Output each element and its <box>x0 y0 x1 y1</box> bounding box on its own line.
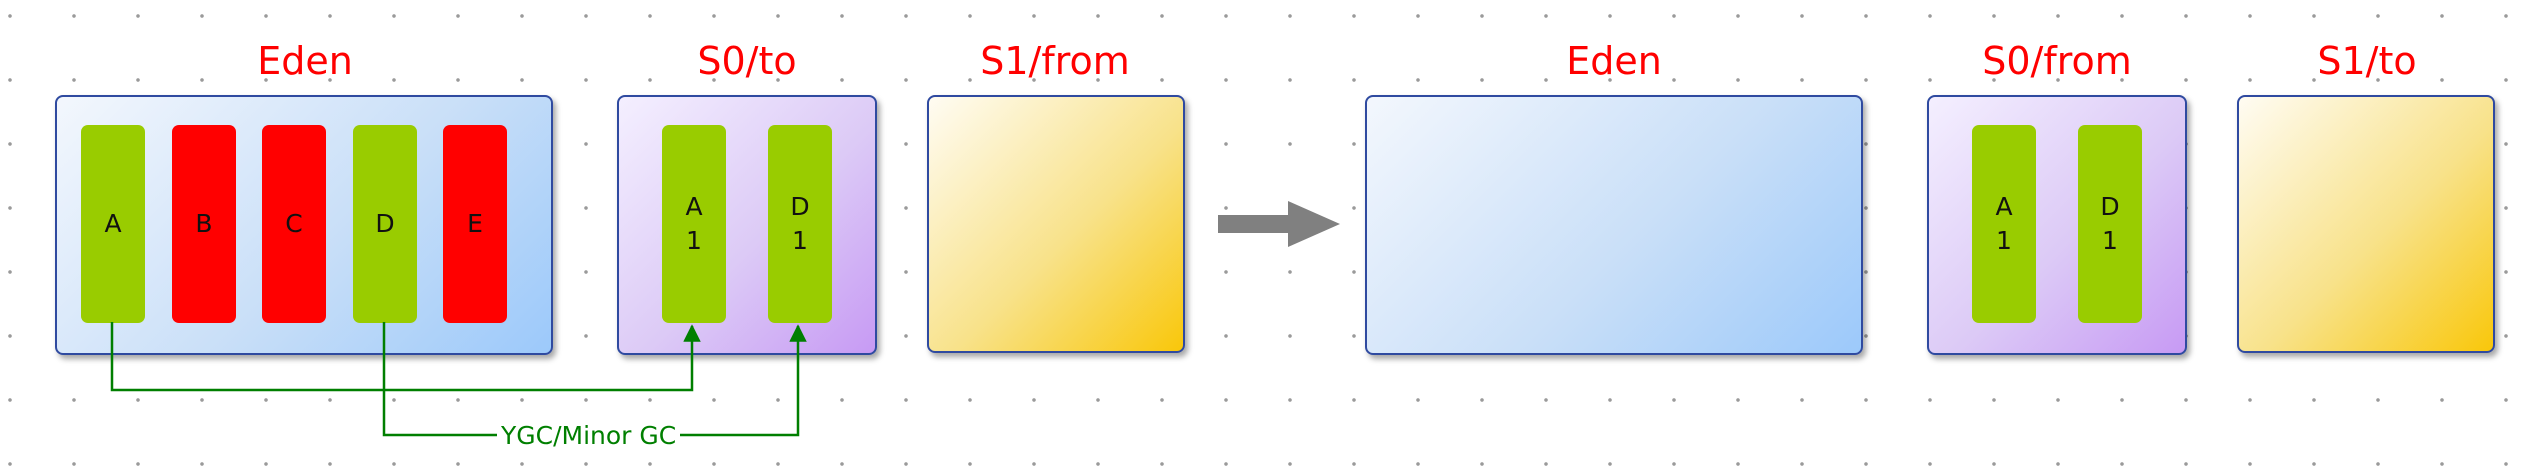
connector-d-to-s0 <box>382 322 807 437</box>
s0-title-after: S0/from <box>1982 39 2132 83</box>
object-a: A <box>81 125 145 323</box>
object-d-survivor-after: D 1 <box>2078 125 2142 323</box>
s0-space-before: A 1 D 1 <box>617 95 877 355</box>
eden-title-before: Eden <box>257 39 353 83</box>
transition-arrow <box>1218 201 1340 247</box>
eden-space-after <box>1365 95 1863 355</box>
s1-title-before: S1/from <box>980 39 1130 83</box>
object-e: E <box>443 125 507 323</box>
object-a-survivor-after: A 1 <box>1972 125 2036 323</box>
object-c: C <box>262 125 326 323</box>
eden-title-after: Eden <box>1566 39 1662 83</box>
s1-space-before <box>927 95 1185 353</box>
s1-space-after <box>2237 95 2495 353</box>
object-a-survivor: A 1 <box>662 125 726 323</box>
s0-space-after: A 1 D 1 <box>1927 95 2187 355</box>
object-d-survivor: D 1 <box>768 125 832 323</box>
object-d: D <box>353 125 417 323</box>
connector-a-to-s0 <box>110 322 701 392</box>
object-b: B <box>172 125 236 323</box>
s1-title-after: S1/to <box>2317 39 2417 83</box>
eden-space-before: A B C D E <box>55 95 553 355</box>
gc-label: YGC/Minor GC <box>497 423 681 448</box>
s0-title-before: S0/to <box>697 39 797 83</box>
